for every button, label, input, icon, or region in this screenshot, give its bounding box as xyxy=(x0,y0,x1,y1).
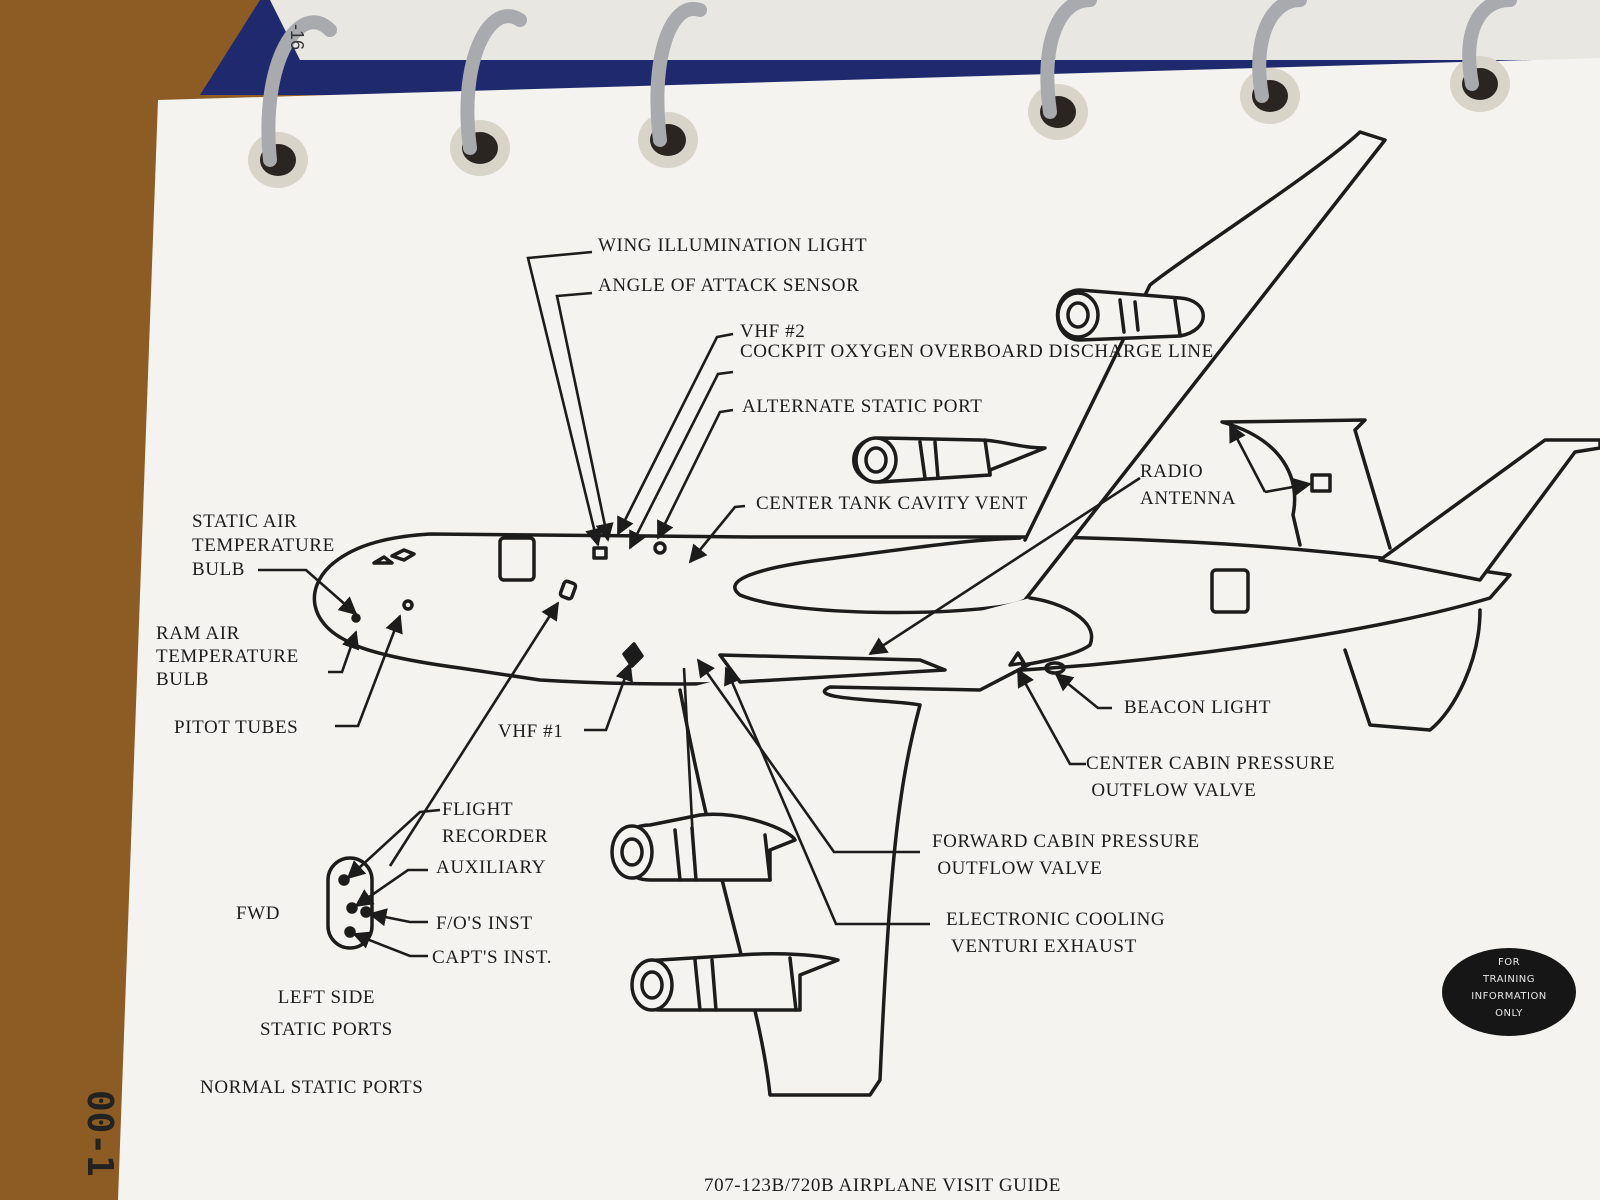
radio-antenna-box xyxy=(1310,473,1332,493)
engine-upper-left xyxy=(852,436,1047,484)
label-center-cabin-pressure-outflow-valve: CENTER CABIN PRESSURE OUTFLOW VALVE xyxy=(1086,753,1336,801)
pitot-tube-mark xyxy=(402,599,414,611)
label-center-tank-cavity-vent: CENTER TANK CAVITY VENT xyxy=(756,493,1028,514)
far-wing xyxy=(733,130,1387,615)
label-fwd: FWD xyxy=(236,903,281,924)
label-forward-cabin-pressure-outflow-valve: FORWARD CABIN PRESSURE OUTFLOW VALVE xyxy=(932,831,1200,879)
training-information-badge: FOR TRAINING INFORMATION ONLY xyxy=(1442,948,1576,1036)
label-left-side-static-ports: LEFT SIDE STATIC PORTS xyxy=(260,987,393,1040)
leader-static-air-bulb xyxy=(258,568,358,616)
aft-door xyxy=(1210,568,1250,614)
label-beacon-light: BEACON LIGHT xyxy=(1124,697,1272,718)
rings xyxy=(261,0,1517,167)
leader-center-cabin-valve xyxy=(1016,668,1086,766)
wing-illumination-light-port xyxy=(592,546,608,560)
label-pitot-tubes: PITOT TUBES xyxy=(174,717,299,738)
label-flight-recorder: FLIGHT RECORDER xyxy=(442,799,549,847)
label-vhf1: VHF #1 xyxy=(498,721,564,742)
leader-angle-of-attack xyxy=(555,291,614,542)
vhf1-antenna xyxy=(622,642,644,668)
label-electronic-cooling-venturi-exhaust: ELECTRONIC COOLING VENTURI EXHAUST xyxy=(946,909,1166,957)
forward-door xyxy=(498,536,536,582)
leader-radio-antenna-up xyxy=(1228,423,1267,493)
page-tab-label: -16 xyxy=(287,24,307,51)
lower-stabilizer xyxy=(1343,608,1482,732)
label-angle-of-attack-sensor: ANGLE OF ATTACK SENSOR xyxy=(598,275,860,296)
leader-normal-static-ports xyxy=(388,601,560,867)
leader-vhf2 xyxy=(616,332,734,536)
leader-lines xyxy=(258,250,1312,958)
label-vhf2: VHF #2 xyxy=(740,321,806,342)
badge-line: INFORMATION xyxy=(1471,991,1547,1002)
leader-alternate-static xyxy=(656,408,734,540)
leader-vhf1 xyxy=(584,662,633,732)
label-wing-illumination-light: WING ILLUMINATION LIGHT xyxy=(598,235,868,256)
footer-title: 707-123B/720B AIRPLANE VISIT GUIDE xyxy=(704,1175,1061,1196)
label-fo-inst: F/O'S INST xyxy=(436,913,533,934)
leader-beacon-light xyxy=(1054,672,1112,710)
alternate-static-port-mark xyxy=(653,541,667,555)
static-air-bulb-mark xyxy=(351,613,361,623)
leader-forward-cabin-valve xyxy=(696,658,920,854)
label-normal-static-ports: NORMAL STATIC PORTS xyxy=(200,1077,424,1098)
leader-electronic-cooling-2 xyxy=(682,667,696,861)
badge-line: ONLY xyxy=(1495,1008,1523,1019)
leader-radio-antenna-box xyxy=(1264,477,1312,496)
badge-line: TRAINING xyxy=(1482,974,1536,985)
binder-rings xyxy=(248,0,1517,188)
label-ram-air-temperature-bulb: RAM AIR TEMPERATURE BULB xyxy=(156,623,299,690)
leader-flight-recorder xyxy=(346,808,441,880)
label-radio-antenna: RADIO ANTENNA xyxy=(1140,461,1237,509)
leader-electronic-cooling xyxy=(724,666,930,926)
leader-ram-air-bulb xyxy=(328,630,360,674)
vhf1-hatch xyxy=(558,579,578,601)
label-cockpit-oxygen-line: COCKPIT OXYGEN OVERBOARD DISCHARGE LINE xyxy=(740,341,1214,362)
engine-upper-right xyxy=(1055,288,1205,342)
page-number: 00-1 xyxy=(79,1090,120,1177)
leader-fo-inst xyxy=(368,908,428,927)
leader-cockpit-oxygen xyxy=(628,370,734,550)
horizontal-stabilizer xyxy=(1378,438,1600,582)
label-alternate-static-port: ALTERNATE STATIC PORT xyxy=(742,396,983,417)
badge-line: FOR xyxy=(1497,957,1521,968)
label-capt-inst: CAPT'S INST. xyxy=(432,947,553,968)
cockpit-windows xyxy=(372,548,416,565)
center-valve-mark xyxy=(1008,651,1026,667)
leader-capt-inst xyxy=(352,931,428,958)
leader-radio-to-wing xyxy=(868,476,1141,656)
static-ports-cluster xyxy=(326,856,374,950)
leader-auxiliary xyxy=(354,868,428,908)
leader-pitot-tubes xyxy=(335,614,403,728)
leader-wing-illumination xyxy=(526,250,603,547)
label-auxiliary: AUXILIARY xyxy=(436,857,546,878)
label-static-air-temperature-bulb: STATIC AIR TEMPERATURE BULB xyxy=(192,511,335,580)
engine-lower-outboard xyxy=(630,952,840,1012)
leader-center-tank-vent xyxy=(688,504,746,564)
